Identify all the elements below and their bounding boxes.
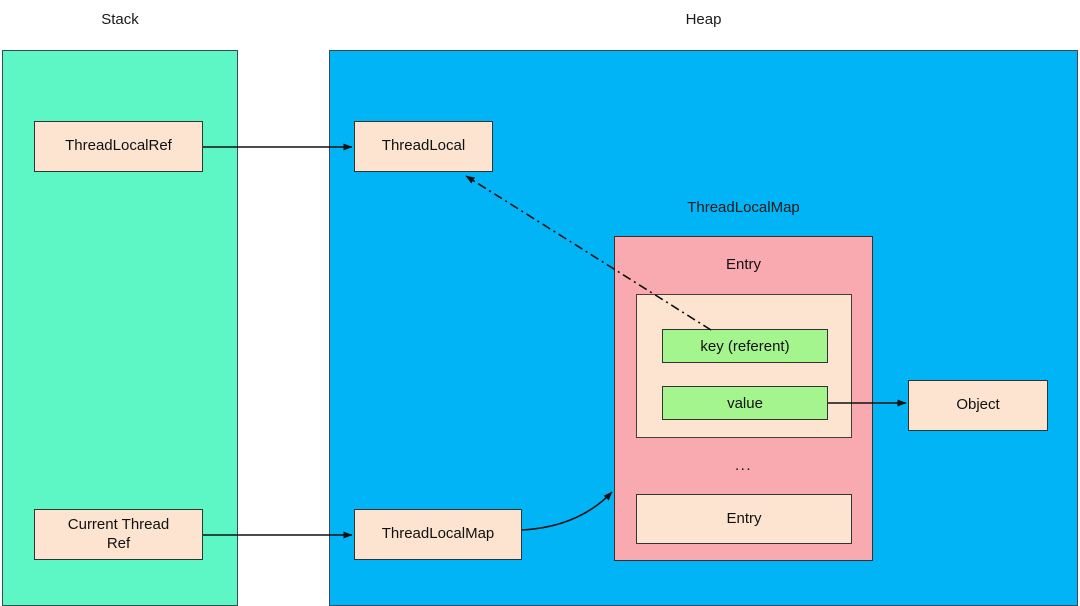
object-box: Object: [908, 380, 1048, 431]
heap-region-label: Heap: [685, 11, 722, 28]
entry-box-second: Entry: [636, 494, 852, 544]
threadlocalmap-container-label: ThreadLocalMap: [687, 199, 800, 216]
value-box: value: [662, 386, 828, 420]
current-thread-ref-box: Current Thread Ref: [34, 509, 203, 560]
threadlocalmap-box: ThreadLocalMap: [354, 509, 522, 560]
threadlocal-box: ThreadLocal: [354, 121, 493, 172]
stack-region-label: Stack: [101, 11, 139, 28]
key-box: key (referent): [662, 329, 828, 363]
threadlocalref-box: ThreadLocalRef: [34, 121, 203, 172]
current-thread-ref-line1: Current Thread: [67, 516, 170, 534]
ellipsis-label: ...: [734, 457, 752, 474]
current-thread-ref-line2: Ref: [106, 534, 131, 552]
entry-label: Entry: [725, 256, 761, 273]
